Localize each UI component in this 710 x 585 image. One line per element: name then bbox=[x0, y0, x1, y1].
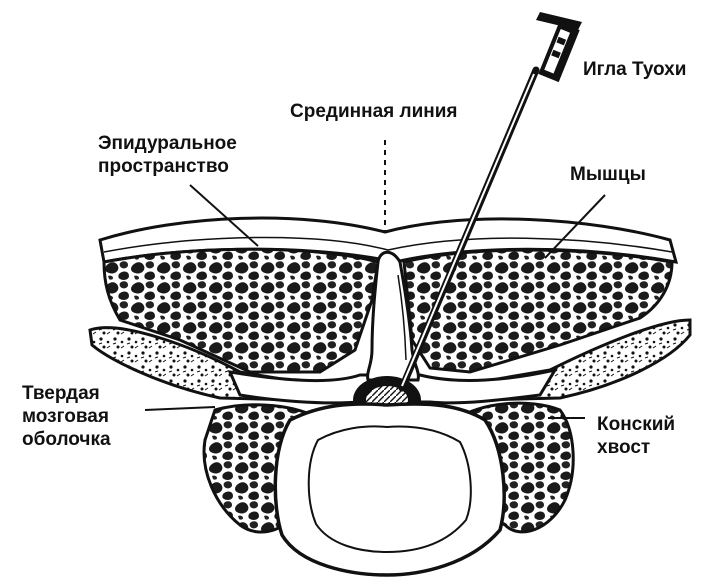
label-epidural-space: Эпидуральное пространство bbox=[98, 132, 237, 178]
label-cauda-equina: Конский хвост bbox=[597, 413, 675, 459]
label-muscles: Мышцы bbox=[570, 164, 646, 185]
skin-inner-line bbox=[103, 236, 673, 253]
label-cauda-line-2: хвост bbox=[597, 437, 651, 458]
label-epidural-line-2: пространство bbox=[98, 156, 229, 177]
label-dura-line-1: Твердая bbox=[22, 383, 100, 404]
muscle-left bbox=[102, 247, 380, 374]
label-midline: Срединная линия bbox=[290, 101, 458, 122]
tuohy-needle-shaft-highlight bbox=[401, 73, 535, 387]
label-dura-mater: Твердая мозговая оболочка bbox=[22, 382, 111, 451]
leader-epidural bbox=[189, 184, 259, 247]
leader-muscles bbox=[544, 194, 606, 259]
muscle-right bbox=[402, 248, 674, 374]
label-dura-line-3: оболочка bbox=[22, 429, 111, 450]
label-cauda-line-1: Конский bbox=[597, 414, 676, 435]
leader-dura bbox=[144, 406, 216, 411]
label-dura-line-2: мозговая bbox=[22, 406, 109, 427]
tuohy-needle-hub bbox=[536, 12, 582, 83]
vertebral-body-core bbox=[307, 425, 472, 554]
label-epidural-line-1: Эпидуральное bbox=[98, 133, 237, 154]
label-tuohy-needle: Игла Туохи bbox=[583, 59, 687, 80]
spinous-process-shading bbox=[397, 274, 407, 361]
